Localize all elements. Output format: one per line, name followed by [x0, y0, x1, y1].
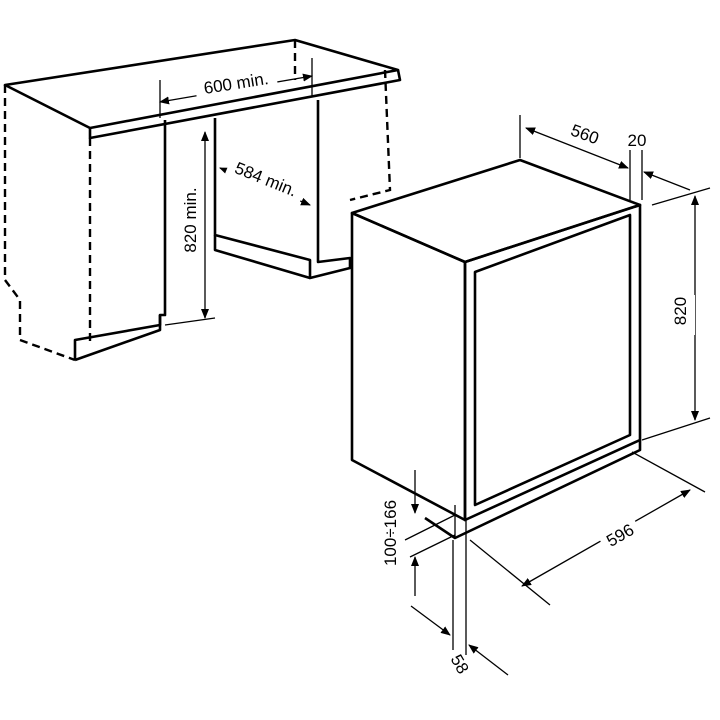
depth-min-label: 584 min.	[232, 158, 300, 200]
right-cabinet-dashed	[349, 69, 392, 202]
worktop-front-edge	[88, 69, 402, 140]
cabinet-niche	[3, 38, 402, 362]
dishwasher-side	[350, 211, 467, 522]
appliance-dimensions: 560 20 820 596 100÷166 58	[381, 115, 711, 677]
plinth-depth-arrow-right	[468, 644, 509, 676]
door-offset-dimension	[643, 171, 691, 191]
height-label: 820	[671, 297, 690, 325]
plinth-height-label: 100÷166	[381, 500, 400, 566]
plinth-depth-label: 58	[447, 651, 473, 677]
cabinet-dimensions: 600 min. 584 min. 820 min.	[159, 58, 313, 326]
door-offset-label: 20	[628, 131, 647, 150]
left-cabinet-front	[73, 120, 167, 360]
dishwasher-door	[473, 213, 632, 507]
depth-dimension	[525, 127, 629, 169]
right-cabinet-front	[213, 100, 352, 280]
depth-label: 560	[568, 121, 601, 149]
height-min-label: 820 min.	[181, 187, 200, 252]
dishwasher-top	[350, 158, 642, 264]
left-cabinet-dashed	[3, 85, 76, 362]
dishwasher	[350, 158, 642, 540]
dishwasher-front	[463, 203, 642, 522]
plinth-depth-arrow-left	[410, 605, 451, 636]
